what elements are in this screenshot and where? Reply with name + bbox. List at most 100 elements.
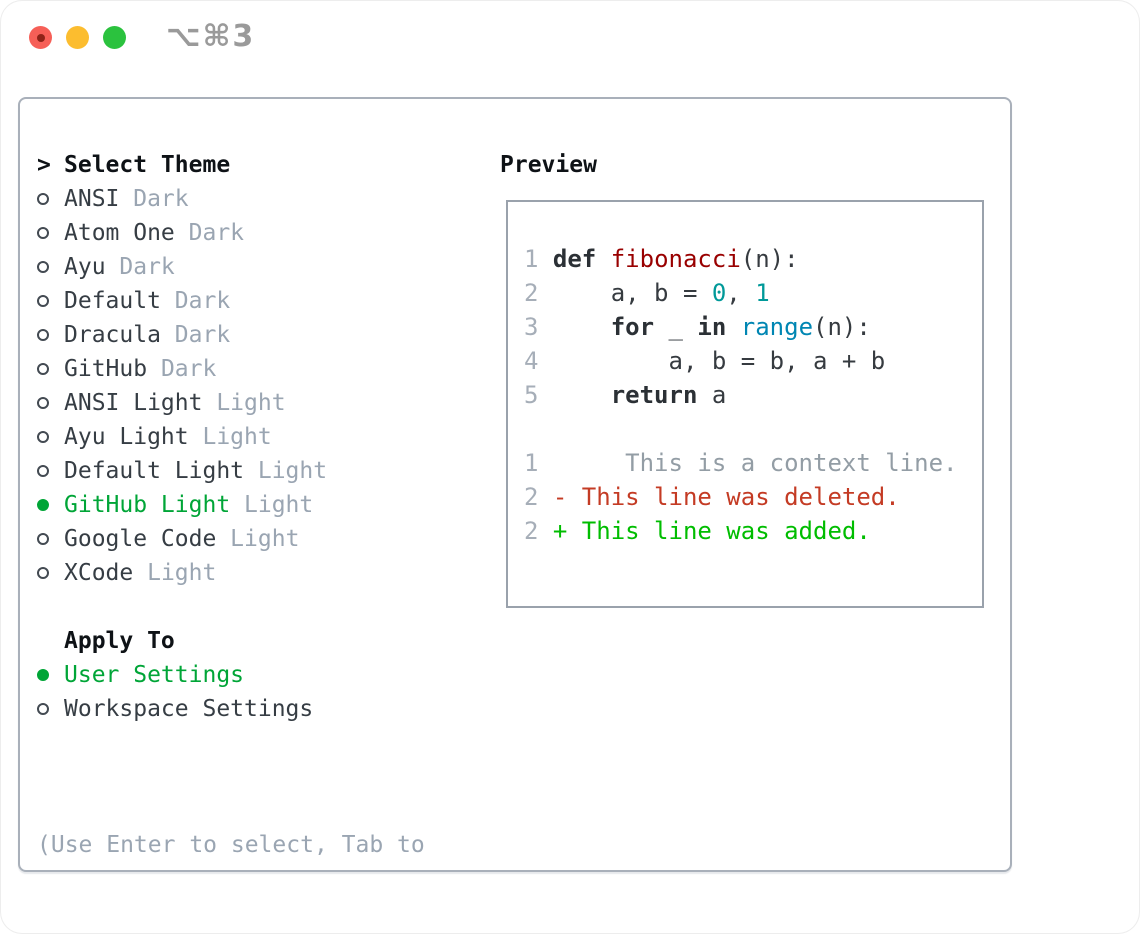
code-token-plain (596, 245, 610, 273)
line-number: 1 (524, 449, 539, 477)
theme-option-ansi-light[interactable]: ANSI Light Light (37, 386, 327, 420)
code-line-9: 2 + This line was added. (524, 514, 957, 548)
option-variant-badge: Light (216, 526, 300, 552)
code-token-plain: , (726, 279, 756, 307)
radio-selected-icon (37, 669, 49, 681)
radio-unselected-icon (37, 533, 49, 545)
radio-unselected-icon (37, 261, 49, 273)
theme-option-ansi[interactable]: ANSI Dark (37, 182, 327, 216)
code-token-kw: return (610, 381, 698, 409)
theme-list: > Select Theme ANSI Dark Atom One Dark Ay… (37, 148, 327, 590)
theme-option-default[interactable]: Default Dark (37, 284, 327, 318)
radio-selected-icon (37, 499, 49, 511)
option-variant-badge: Dark (147, 356, 217, 382)
code-token-builtin: range (740, 313, 814, 341)
code-token-num: 1 (755, 279, 770, 307)
code-token-plain (538, 517, 552, 545)
close-dot-icon (36, 33, 45, 42)
code-token-kw: def (552, 245, 597, 273)
theme-option-github-light[interactable]: GitHub Light Light (37, 488, 327, 522)
option-variant-badge: Light (188, 424, 272, 450)
option-variant-badge: Dark (160, 322, 231, 348)
code-line-8: 2 - This line was deleted. (524, 480, 957, 514)
line-number: 3 (524, 313, 539, 341)
titlebar: ⌥⌘3 (0, 0, 1140, 75)
prompt-icon: > (37, 152, 51, 178)
code-token-plain (538, 313, 610, 341)
line-number: 4 (524, 347, 539, 375)
option-variant-badge: Light (230, 492, 314, 518)
close-button[interactable] (29, 26, 52, 49)
option-label: GitHub Light (64, 492, 231, 518)
code-token-num: 0 (711, 279, 727, 307)
line-number: 2 (524, 279, 539, 307)
code-token-ctx: This is a context line. (538, 449, 958, 477)
code-blank-line (524, 412, 957, 446)
code-line-2: 2 a, b = 0, 1 (524, 276, 957, 310)
preview-title: Preview (500, 152, 597, 178)
radio-unselected-icon (37, 431, 49, 443)
code-token-plain (726, 313, 740, 341)
option-label: Ayu (64, 254, 106, 280)
theme-picker-panel: > Select Theme ANSI Dark Atom One Dark Ay… (18, 97, 1012, 872)
theme-option-github[interactable]: GitHub Dark (37, 352, 327, 386)
code-token-title: fibonacci (610, 245, 741, 273)
option-label: User Settings (64, 662, 245, 688)
theme-option-ayu[interactable]: Ayu Dark (37, 250, 327, 284)
code-token-plain: a, b = b, a + b (538, 347, 886, 375)
help-line-2: change focus) (37, 930, 425, 934)
code-line-4: 4 a, b = b, a + b (524, 344, 957, 378)
radio-unselected-icon (37, 193, 49, 205)
theme-option-xcode[interactable]: XCode Light (37, 556, 327, 590)
minimize-button[interactable] (66, 26, 89, 49)
apply-option-workspace-settings[interactable]: Workspace Settings (37, 692, 313, 726)
apply-to-section: Apply To User Settings Workspace Setting… (37, 624, 313, 726)
code-token-plain (538, 381, 610, 409)
option-label: Google Code (64, 526, 217, 552)
theme-option-dracula[interactable]: Dracula Dark (37, 318, 327, 352)
option-label: ANSI Light (64, 390, 203, 416)
theme-list-title: Select Theme (64, 152, 231, 178)
code-token-plain: (n): (813, 313, 871, 341)
theme-list-header: > Select Theme (37, 148, 327, 182)
help-line-1: (Use Enter to select, Tab to (37, 832, 425, 858)
line-number: 5 (524, 381, 539, 409)
option-variant-badge: Light (133, 560, 217, 586)
radio-unselected-icon (37, 295, 49, 307)
code-token-plain: a, b = (538, 279, 712, 307)
option-variant-badge: Light (202, 390, 286, 416)
window-hotkey-label: ⌥⌘3 (166, 19, 256, 54)
radio-unselected-icon (37, 363, 49, 375)
code-line-5: 5 return a (524, 378, 957, 412)
option-variant-badge: Dark (105, 254, 175, 280)
theme-option-google-code[interactable]: Google Code Light (37, 522, 327, 556)
radio-unselected-icon (37, 397, 49, 409)
code-token-kw: in (697, 313, 727, 341)
code-token-del: - This line was deleted. (552, 483, 900, 511)
option-label: Dracula (64, 322, 161, 348)
preview-header: Preview (500, 148, 597, 182)
code-token-add: + This line was added. (552, 517, 871, 545)
code-token-plain: _ (654, 313, 698, 341)
radio-unselected-icon (37, 329, 49, 341)
code-token-plain: (n): (740, 245, 799, 273)
apply-option-user-settings[interactable]: User Settings (37, 658, 313, 692)
option-label: XCode (64, 560, 134, 586)
help-text: (Use Enter to select, Tab to change focu… (37, 760, 425, 934)
theme-option-ayu-light[interactable]: Ayu Light Light (37, 420, 327, 454)
theme-option-default-light[interactable]: Default Light Light (37, 454, 327, 488)
zoom-button[interactable] (103, 26, 126, 49)
option-label: GitHub (64, 356, 148, 382)
line-number: 2 (524, 483, 539, 511)
code-token-plain: a (697, 381, 727, 409)
theme-option-atom-one[interactable]: Atom One Dark (37, 216, 327, 250)
radio-unselected-icon (37, 567, 49, 579)
radio-unselected-icon (37, 227, 49, 239)
option-label: ANSI (64, 186, 120, 212)
option-label: Ayu Light (64, 424, 189, 450)
radio-unselected-icon (37, 703, 49, 715)
code-token-plain (538, 245, 552, 273)
